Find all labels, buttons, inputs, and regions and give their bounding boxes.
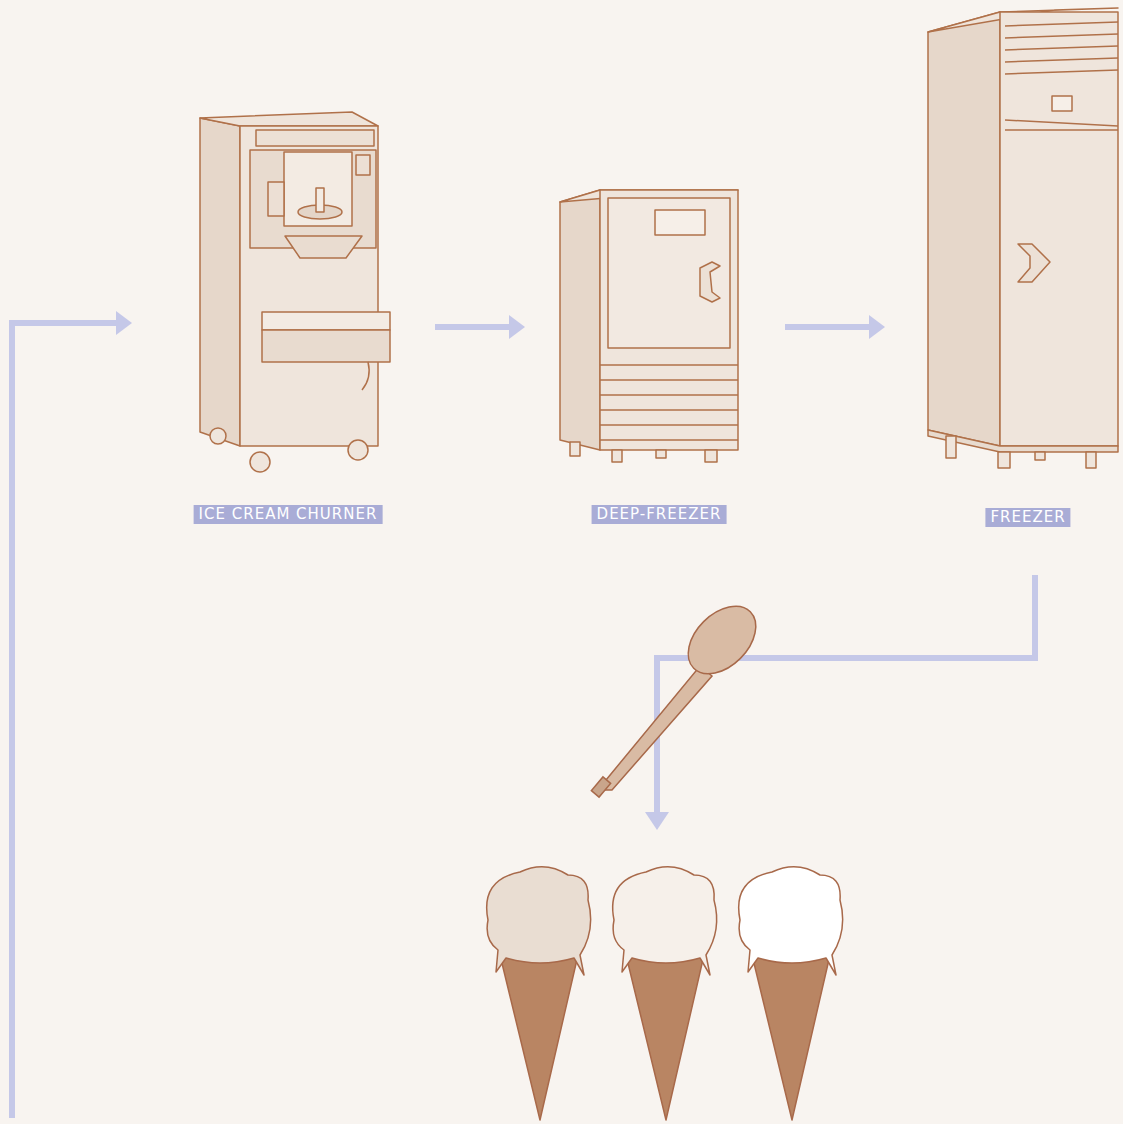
machine-node: ICE CREAM CHURNER: [190, 100, 435, 528]
machine-label: DEEP-FREEZER: [592, 505, 727, 524]
machine-label: FREEZER: [985, 508, 1070, 527]
flow-arrow: [435, 315, 525, 339]
arrow-head: [116, 311, 132, 335]
churner-drawing: [200, 112, 390, 472]
machine-label: ICE CREAM CHURNER: [194, 505, 383, 524]
arrow-head: [509, 315, 525, 339]
arrow-head: [645, 812, 669, 830]
arrow-line: [785, 324, 871, 330]
arrow-line: [435, 324, 511, 330]
flow-arrow: [785, 315, 885, 339]
return-line: [12, 323, 118, 1118]
ice-cream-cones: [487, 867, 843, 1120]
machine-node: FREEZER: [885, 100, 1121, 531]
spoon-drawing: [591, 593, 768, 797]
machine-node: DEEP-FREEZER: [525, 100, 785, 528]
arrow-head: [869, 315, 885, 339]
freezer-drawing: [928, 8, 1118, 468]
serve-line: [657, 575, 1035, 812]
deep-freezer-drawing: [560, 190, 738, 462]
